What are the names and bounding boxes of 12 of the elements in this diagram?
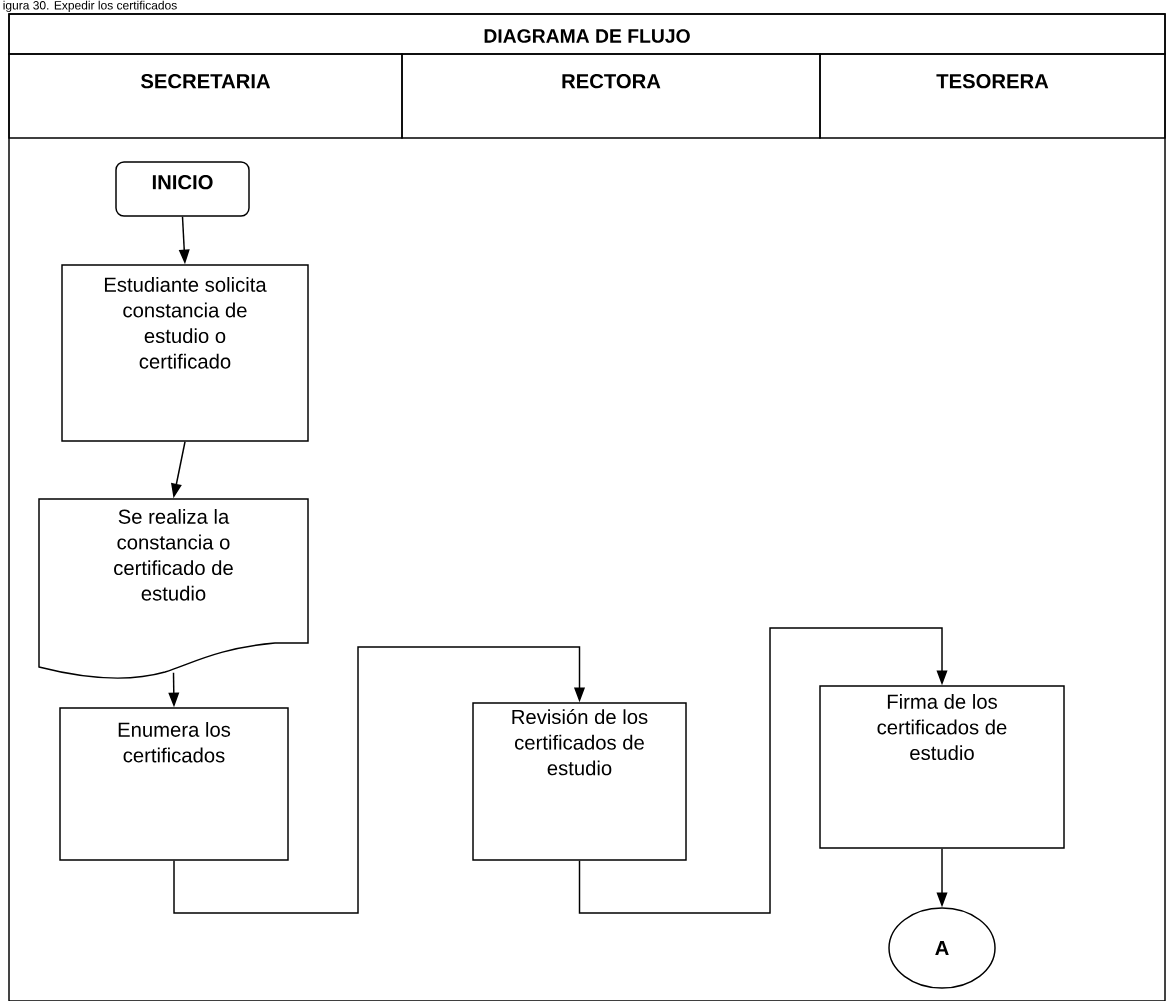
caption: igura 30. Expedir los certificados (3, 0, 177, 12)
process-box: Firma de los certificados de estudio (819, 685, 1065, 849)
process-box: Enumera los certificados (59, 707, 289, 861)
start-terminal: INICIO (115, 161, 250, 217)
arrow (578, 627, 948, 914)
title-band: DIAGRAMA DE FLUJO (8, 13, 1166, 55)
lane-header: RECTORA (401, 53, 821, 139)
process-box: Revisión de los certificados de estudio (472, 702, 687, 861)
lane-header: TESORERA (819, 53, 1166, 139)
process-box: Estudiante solicita constancia de estudio o certificado (61, 264, 309, 442)
lane-header: SECRETARIA (8, 53, 403, 139)
arrow (173, 646, 586, 914)
